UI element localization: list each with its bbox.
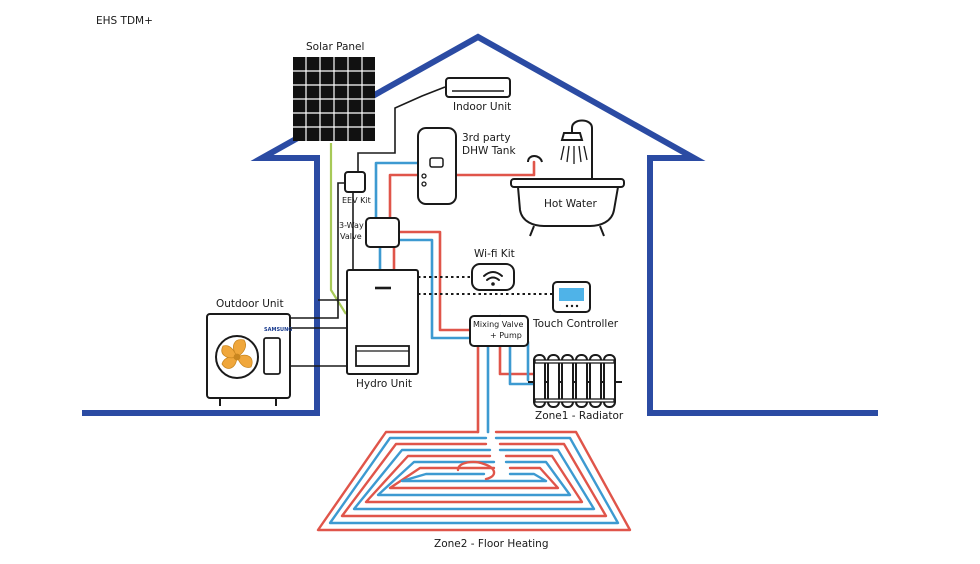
label-solar-panel: Solar Panel [306,41,365,53]
label-three-way-valve-line2: Valve [340,232,362,241]
label-mixing-valve-line1: Mixing Valve [473,320,524,329]
label-wifi-kit: Wi-fi Kit [474,248,515,260]
label-dhw-tank-line2: DHW Tank [462,145,516,157]
label-mixing-valve-line2: + Pump [490,331,522,340]
outdoor-unit-icon [206,313,291,406]
label-touch-controller: Touch Controller [533,318,619,330]
wifi-icon [471,263,515,291]
indoor-unit-icon [445,77,511,98]
hydro-unit-icon [346,269,419,375]
dhw-tank-icon [417,127,457,205]
brand-logo: SAMSUNG [264,327,292,333]
three-way-valve-icon [365,217,400,248]
label-three-way-valve-line1: 3-Way [339,221,364,230]
label-hot-water: Hot Water [544,198,597,210]
shower-icon [560,119,593,180]
label-hydro-unit: Hydro Unit [356,378,412,390]
radiator-icon [528,354,622,408]
fan-icon [221,339,253,369]
eev-kit-icon [344,171,366,193]
mixing-valve-icon [469,315,529,347]
bathtub-icon [510,155,625,237]
solar-panel-icon [293,57,375,141]
label-zone2-floor-heating: Zone2 - Floor Heating [434,538,549,550]
touch-controller-icon [552,281,591,313]
label-outdoor-unit: Outdoor Unit [216,298,284,310]
diagram-title: EHS TDM+ [96,15,153,27]
label-zone1-radiator: Zone1 - Radiator [535,410,624,422]
label-dhw-tank-line1: 3rd party [462,132,511,144]
label-eev-kit: EEV Kit [342,196,371,205]
label-indoor-unit: Indoor Unit [453,101,512,113]
floor-heating-icon [316,430,632,532]
